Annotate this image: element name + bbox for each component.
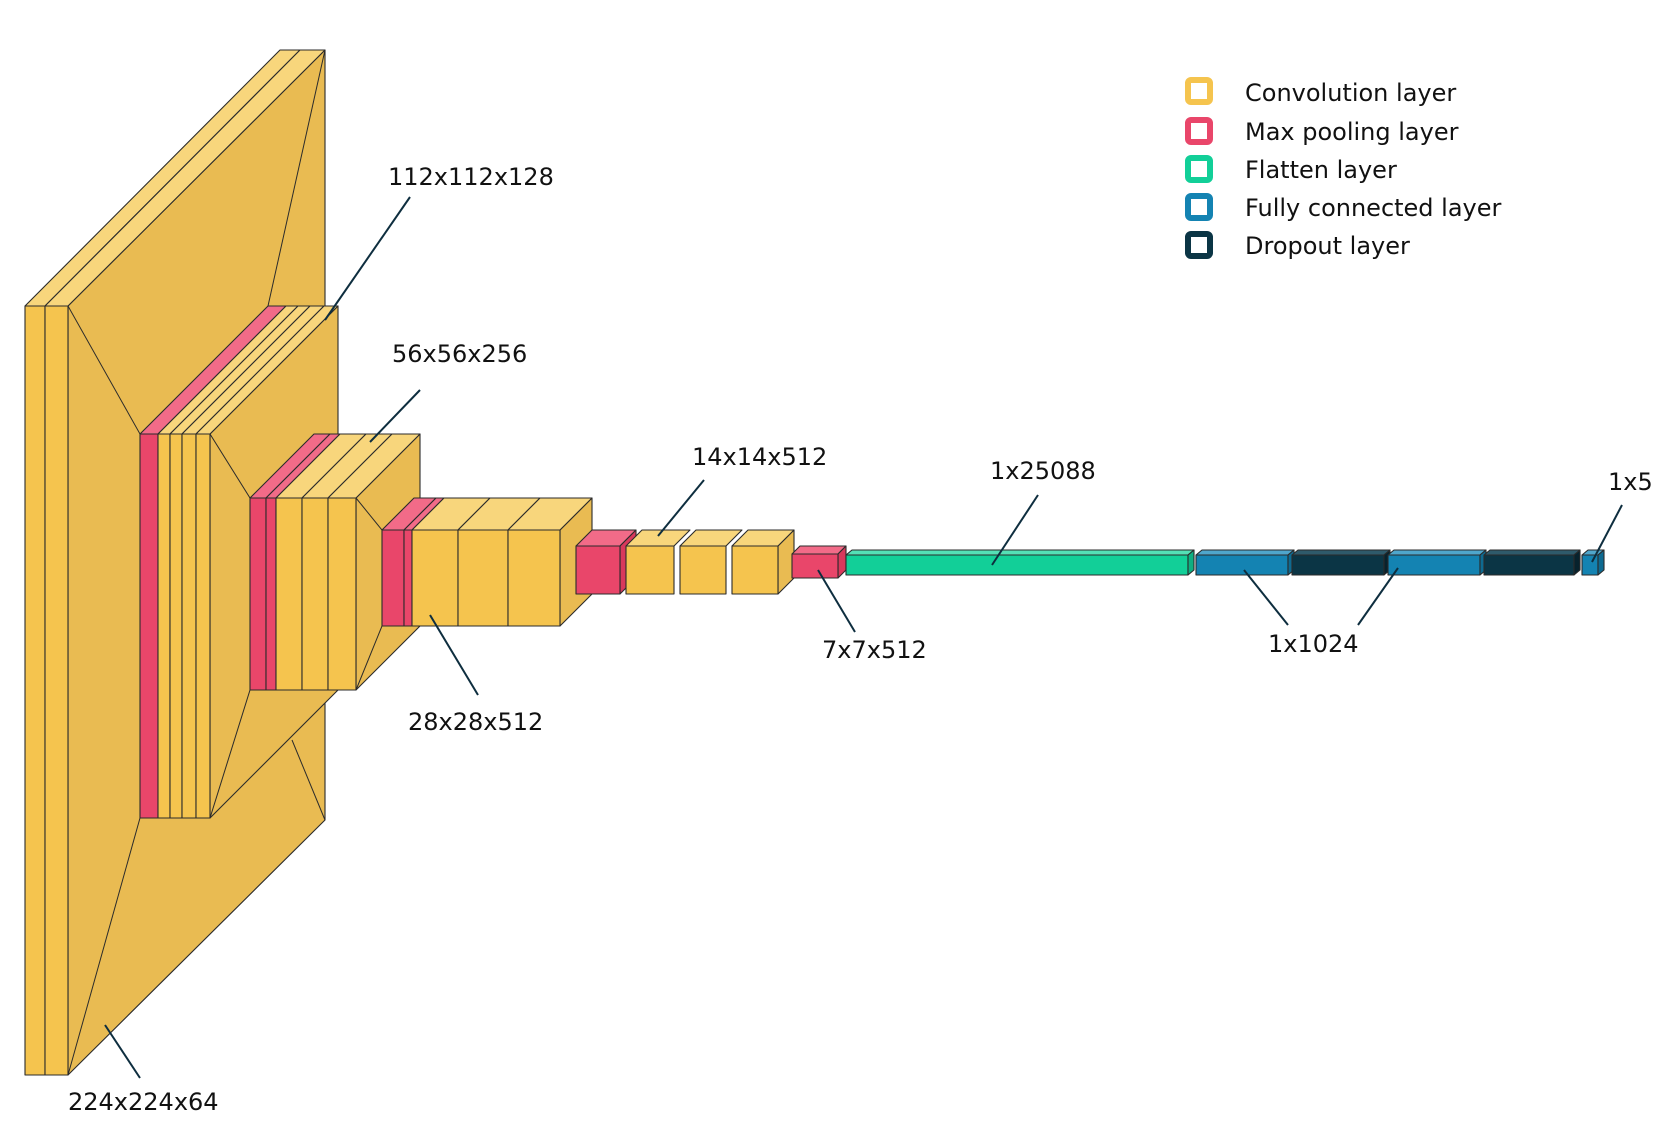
leader-28 xyxy=(429,614,479,696)
conv-slab-front xyxy=(731,545,779,595)
pool-slab-front xyxy=(403,529,413,627)
legend-item-flatten: Flatten layer xyxy=(1185,155,1397,184)
legend-item-dropout: Dropout layer xyxy=(1185,231,1410,260)
output-front xyxy=(1581,554,1599,576)
dropout-side xyxy=(1573,549,1581,576)
pool-slab-front xyxy=(381,529,405,627)
dropout-front xyxy=(1483,554,1575,576)
label-1x5: 1x5 xyxy=(1608,468,1653,496)
conv-slab-front xyxy=(181,433,197,819)
leader-7 xyxy=(817,569,856,633)
flatten-front xyxy=(845,554,1189,576)
legend-item-max-pooling: Max pooling layer xyxy=(1185,117,1459,146)
dropout-top xyxy=(1483,549,1581,556)
conv-slab-front xyxy=(411,529,459,627)
pool-slab-front xyxy=(249,497,267,691)
pool-block-top xyxy=(791,545,847,555)
conv-slab-front xyxy=(679,545,727,595)
label-224x224x64: 224x224x64 xyxy=(68,1088,219,1116)
leader-56 xyxy=(369,389,421,443)
block-7 xyxy=(791,545,847,579)
leader-224 xyxy=(104,1024,141,1079)
fc-front xyxy=(1387,554,1481,576)
leader-14 xyxy=(657,479,705,537)
fc-top xyxy=(1387,549,1487,556)
legend: Convolution layer Max pooling layer Flat… xyxy=(1185,77,1502,260)
legend-label-fully-connected: Fully connected layer xyxy=(1245,194,1502,222)
legend-swatch-convolution xyxy=(1185,77,1213,105)
legend-swatch-fully-connected xyxy=(1185,193,1213,221)
leader-fc-b xyxy=(1357,567,1399,626)
block-14 xyxy=(575,529,795,595)
conv-slab-front xyxy=(327,497,357,691)
label-1x25088: 1x25088 xyxy=(990,457,1096,485)
legend-item-convolution: Convolution layer xyxy=(1185,77,1456,107)
conv-slab-top xyxy=(679,529,743,547)
conv-panel-front xyxy=(24,305,46,1076)
label-28x28x512: 28x28x512 xyxy=(408,708,543,736)
conv-slab-front xyxy=(195,433,211,819)
label-7x7x512: 7x7x512 xyxy=(822,636,927,664)
output-side xyxy=(1597,549,1605,576)
pool-block-front xyxy=(791,553,839,579)
leader-flatten xyxy=(991,494,1039,566)
legend-label-dropout: Dropout layer xyxy=(1245,232,1410,260)
legend-swatch-max-pooling xyxy=(1185,117,1213,145)
conv-slab-front xyxy=(507,529,561,627)
dropout-front xyxy=(1291,554,1385,576)
label-14x14x512: 14x14x512 xyxy=(692,443,827,471)
dimension-labels: 224x224x64 112x112x128 56x56x256 28x28x5… xyxy=(68,163,1653,1116)
label-1x1024: 1x1024 xyxy=(1268,630,1359,658)
conv-slab-front xyxy=(625,545,675,595)
pool-slab-front xyxy=(139,433,159,819)
conv-slab-front xyxy=(275,497,303,691)
legend-swatch-flatten xyxy=(1185,155,1213,183)
leader-out xyxy=(1591,504,1623,563)
conv-panel-front xyxy=(44,305,69,1076)
leader-fc-a xyxy=(1243,569,1289,626)
conv-slab-front xyxy=(157,433,171,819)
fc-front xyxy=(1195,554,1289,576)
legend-label-convolution: Convolution layer xyxy=(1245,79,1456,107)
leader-lines xyxy=(104,196,1623,1079)
dropout-top xyxy=(1291,549,1391,556)
conv-slab-front xyxy=(301,497,329,691)
label-56x56x256: 56x56x256 xyxy=(392,340,527,368)
legend-swatch-dropout xyxy=(1185,231,1213,259)
legend-item-fully-connected: Fully connected layer xyxy=(1185,193,1502,222)
conv-slab-front xyxy=(169,433,183,819)
dense-stack xyxy=(845,549,1605,576)
fc-top xyxy=(1195,549,1295,556)
label-112x112x128: 112x112x128 xyxy=(388,163,554,191)
conv-slab-front xyxy=(457,529,509,627)
flatten-side xyxy=(1187,549,1195,576)
leader-112 xyxy=(324,196,411,321)
block-28 xyxy=(381,497,593,627)
pool-slab-front xyxy=(265,497,277,691)
pool-block-front xyxy=(575,545,621,595)
flatten-top xyxy=(845,549,1195,556)
legend-label-flatten: Flatten layer xyxy=(1245,156,1397,184)
legend-label-max-pooling: Max pooling layer xyxy=(1245,118,1459,146)
